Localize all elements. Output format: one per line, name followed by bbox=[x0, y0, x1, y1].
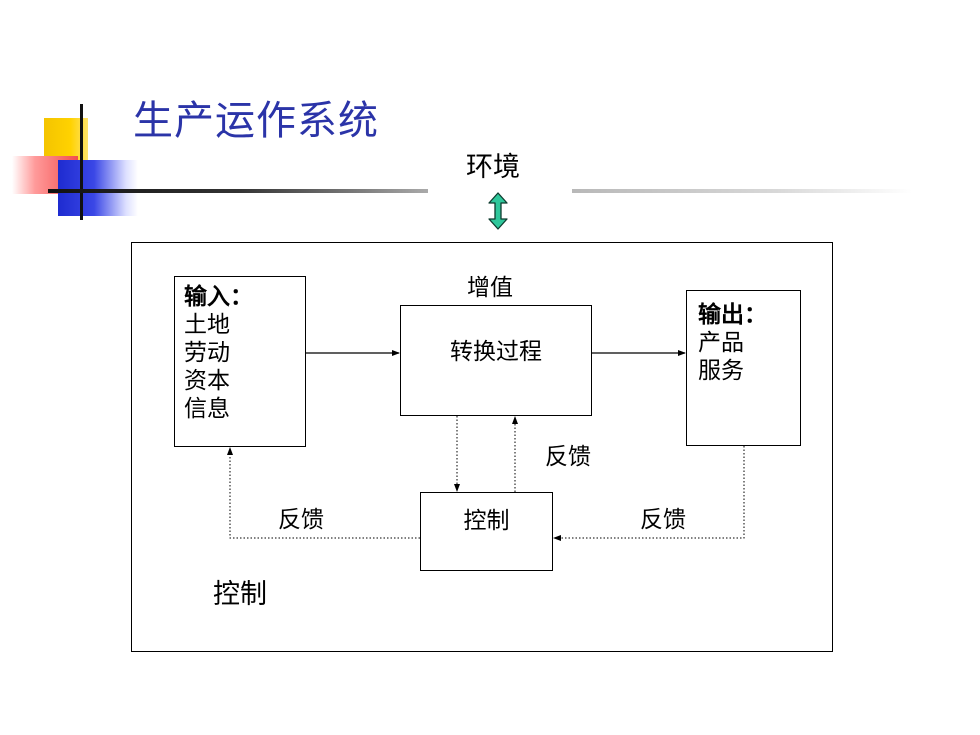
title-underline-left bbox=[48, 189, 428, 193]
input-box: 输入： 土地 劳动 资本 信息 bbox=[174, 276, 306, 447]
control-box: 控制 bbox=[420, 492, 553, 571]
control-box-label: 控制 bbox=[463, 508, 510, 534]
transformation-process-label: 转换过程 bbox=[450, 339, 542, 365]
transformation-process-box: 转换过程 bbox=[400, 305, 592, 416]
control-label: 控制 bbox=[213, 579, 267, 610]
input-item-information: 信息 bbox=[184, 396, 230, 422]
input-item-capital: 资本 bbox=[184, 368, 230, 394]
environment-label: 环境 bbox=[466, 152, 520, 183]
double-arrow-icon bbox=[488, 192, 508, 230]
page-title: 生产运作系统 bbox=[133, 98, 379, 144]
output-item-products: 产品 bbox=[698, 330, 744, 356]
output-box: 输出： 产品 服务 bbox=[686, 290, 801, 446]
feedback-center-label: 反馈 bbox=[545, 444, 591, 470]
output-heading: 输出： bbox=[698, 301, 767, 328]
input-item-land: 土地 bbox=[184, 312, 230, 338]
system-boundary-frame bbox=[131, 242, 833, 652]
title-ornament-vertical-line bbox=[80, 104, 83, 220]
output-item-services: 服务 bbox=[698, 358, 744, 384]
feedback-left-label: 反馈 bbox=[278, 507, 324, 533]
input-item-labor: 劳动 bbox=[184, 340, 230, 366]
feedback-right-label: 反馈 bbox=[640, 507, 686, 533]
value-added-label: 增值 bbox=[467, 275, 513, 301]
input-heading: 输入： bbox=[184, 283, 253, 310]
title-underline-right bbox=[572, 189, 912, 193]
title-ornament-blue-square bbox=[58, 160, 138, 216]
